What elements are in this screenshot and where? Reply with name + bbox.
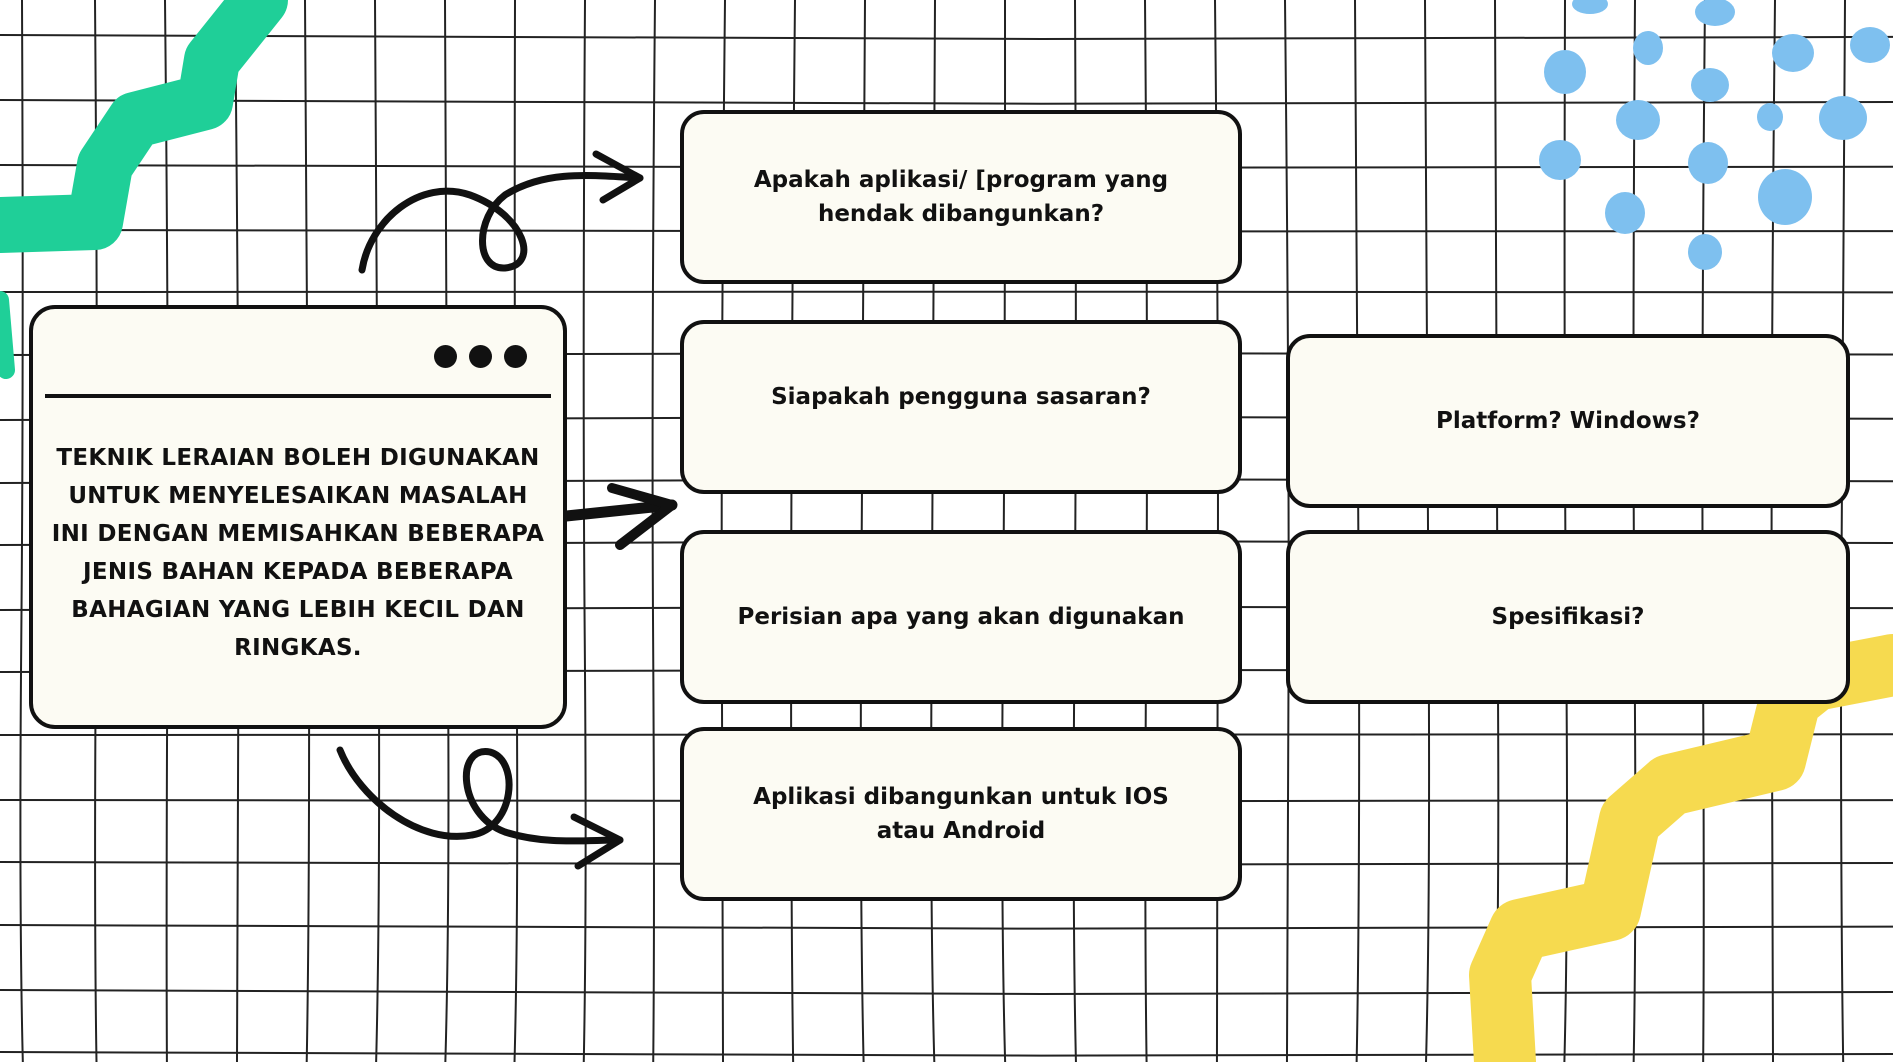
grid-line: [651, 0, 656, 1062]
card-ios-android: Aplikasi dibangunkan untuk IOS atau Andr…: [680, 727, 1242, 901]
card-app-question: Apakah aplikasi/ [program yang hendak di…: [680, 110, 1242, 284]
grid-line: [0, 924, 1893, 930]
card-target-users: Siapakah pengguna sasaran?: [680, 320, 1242, 494]
dot-icon: [504, 345, 527, 368]
grid-line: [0, 1051, 1893, 1057]
grid-line: [0, 34, 1893, 41]
dot-icon: [434, 345, 457, 368]
card-text: Perisian apa yang akan digunakan: [737, 604, 1185, 630]
grid-line: [582, 0, 587, 1062]
window-divider: [45, 394, 551, 398]
grid-line: [1840, 0, 1846, 1062]
card-text: Platform? Windows?: [1436, 408, 1700, 434]
grid-line: [0, 290, 1893, 294]
card-software: Perisian apa yang akan digunakan: [680, 530, 1242, 704]
dot-icon: [469, 345, 492, 368]
card-platform: Platform? Windows?: [1286, 334, 1850, 508]
card-text: Siapakah pengguna sasaran?: [771, 384, 1151, 410]
card-text: Aplikasi dibangunkan untuk IOS atau Andr…: [753, 784, 1169, 844]
card-specification: Spesifikasi?: [1286, 530, 1850, 704]
window-dots-icon: [434, 345, 527, 368]
card-text: Spesifikasi?: [1491, 604, 1645, 630]
main-box-text: TEKNIK LERAIAN BOLEH DIGUNAKAN UNTUK MEN…: [51, 445, 545, 661]
main-window-box: TEKNIK LERAIAN BOLEH DIGUNAKAN UNTUK MEN…: [29, 305, 567, 729]
grid-line: [0, 99, 1893, 105]
grid-line: [19, 0, 24, 1062]
card-text: Apakah aplikasi/ [program yang hendak di…: [753, 167, 1169, 227]
grid-line: [0, 989, 1893, 996]
grid-line: [1284, 0, 1290, 1062]
